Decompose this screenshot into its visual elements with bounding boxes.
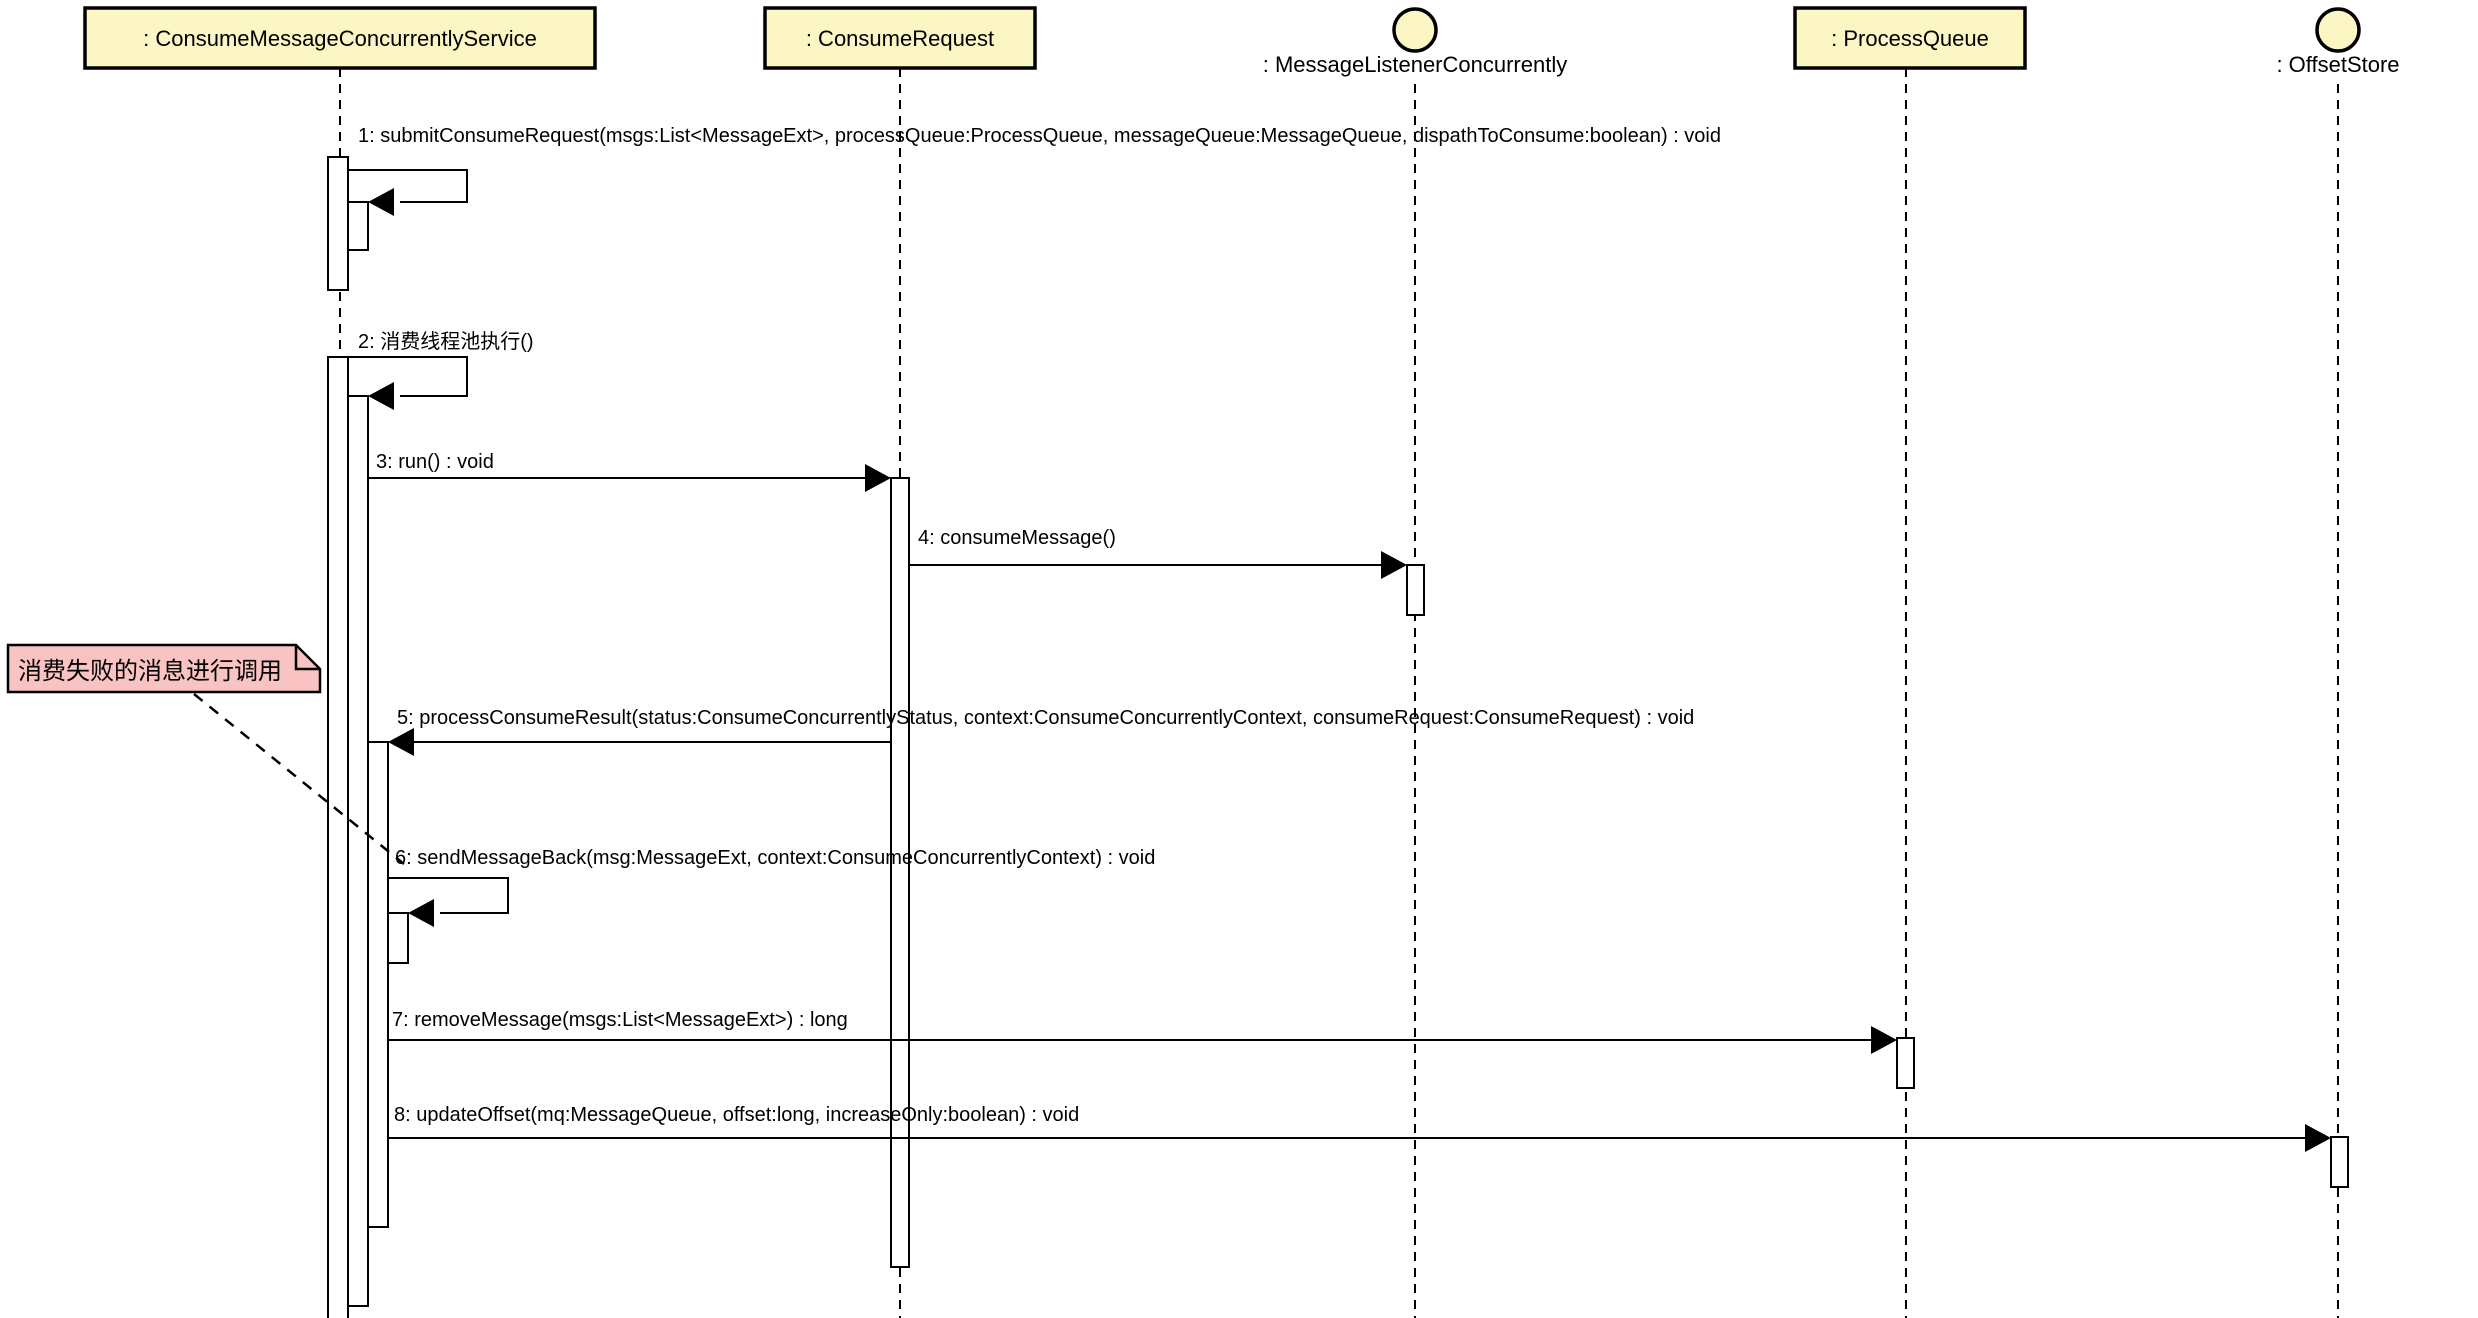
message-8-arrowhead-icon	[2305, 1124, 2331, 1152]
message-1-label: 1: submitConsumeRequest(msgs:List<Messag…	[358, 125, 1721, 147]
message-8-label: 8: updateOffset(mq:MessageQueue, offset:…	[394, 1104, 1079, 1126]
activation-process-queue	[1896, 1037, 1915, 1089]
activation-message-listener	[1406, 564, 1425, 616]
message-7-arrowhead-icon	[1871, 1026, 1897, 1054]
participant-label-process-queue: : ProcessQueue	[1831, 26, 1989, 51]
message-6-arrowhead-icon	[408, 899, 434, 927]
note-text: 消费失败的消息进行调用	[18, 658, 282, 685]
entity-circle-offset-store-icon	[2315, 7, 2361, 53]
participant-box-process-queue	[1793, 6, 2027, 70]
activation-service-msg1-nested	[347, 201, 369, 251]
message-1-arrowhead-icon	[368, 188, 394, 216]
message-7-label: 7: removeMessage(msgs:List<MessageExt>) …	[392, 1009, 848, 1031]
note-fold-corner-icon	[294, 645, 320, 671]
activation-service-main	[327, 356, 349, 1318]
activation-consume-request	[890, 477, 910, 1268]
message-5-arrowhead-icon	[388, 728, 414, 756]
participant-box-consume-message-concurrently-service	[83, 6, 597, 70]
participant-label-message-listener-concurrently: : MessageListenerConcurrently	[1263, 52, 1567, 77]
message-4-arrowhead-icon	[1381, 551, 1407, 579]
message-2-label: 2: 消费线程池执行()	[358, 330, 534, 353]
message-3-arrowhead-icon	[865, 464, 891, 492]
activation-offset-store	[2330, 1136, 2349, 1188]
note-consume-failure	[6, 643, 322, 694]
message-3-label: 3: run() : void	[376, 451, 494, 473]
activation-service-process-result	[367, 741, 389, 1228]
activation-service-threadpool	[347, 395, 369, 1307]
message-1-self-line	[348, 169, 468, 203]
message-6-self-line	[388, 877, 509, 914]
message-2-arrowhead-icon	[368, 382, 394, 410]
participant-box-consume-request	[763, 6, 1037, 70]
message-2-self-line	[348, 356, 468, 397]
note-connector-line	[193, 693, 405, 865]
activation-service-send-back	[387, 912, 409, 964]
message-6-label: 6: sendMessageBack(msg:MessageExt, conte…	[395, 847, 1155, 869]
participant-label-consume-message-concurrently-service: : ConsumeMessageConcurrentlyService	[143, 26, 537, 51]
entity-circle-message-listener-icon	[1392, 7, 1438, 53]
message-4-label: 4: consumeMessage()	[918, 527, 1116, 549]
participant-label-offset-store: : OffsetStore	[2276, 52, 2399, 77]
message-5-label: 5: processConsumeResult(status:ConsumeCo…	[397, 707, 1694, 729]
activation-service-msg1	[327, 156, 349, 291]
participant-label-consume-request: : ConsumeRequest	[806, 26, 994, 51]
